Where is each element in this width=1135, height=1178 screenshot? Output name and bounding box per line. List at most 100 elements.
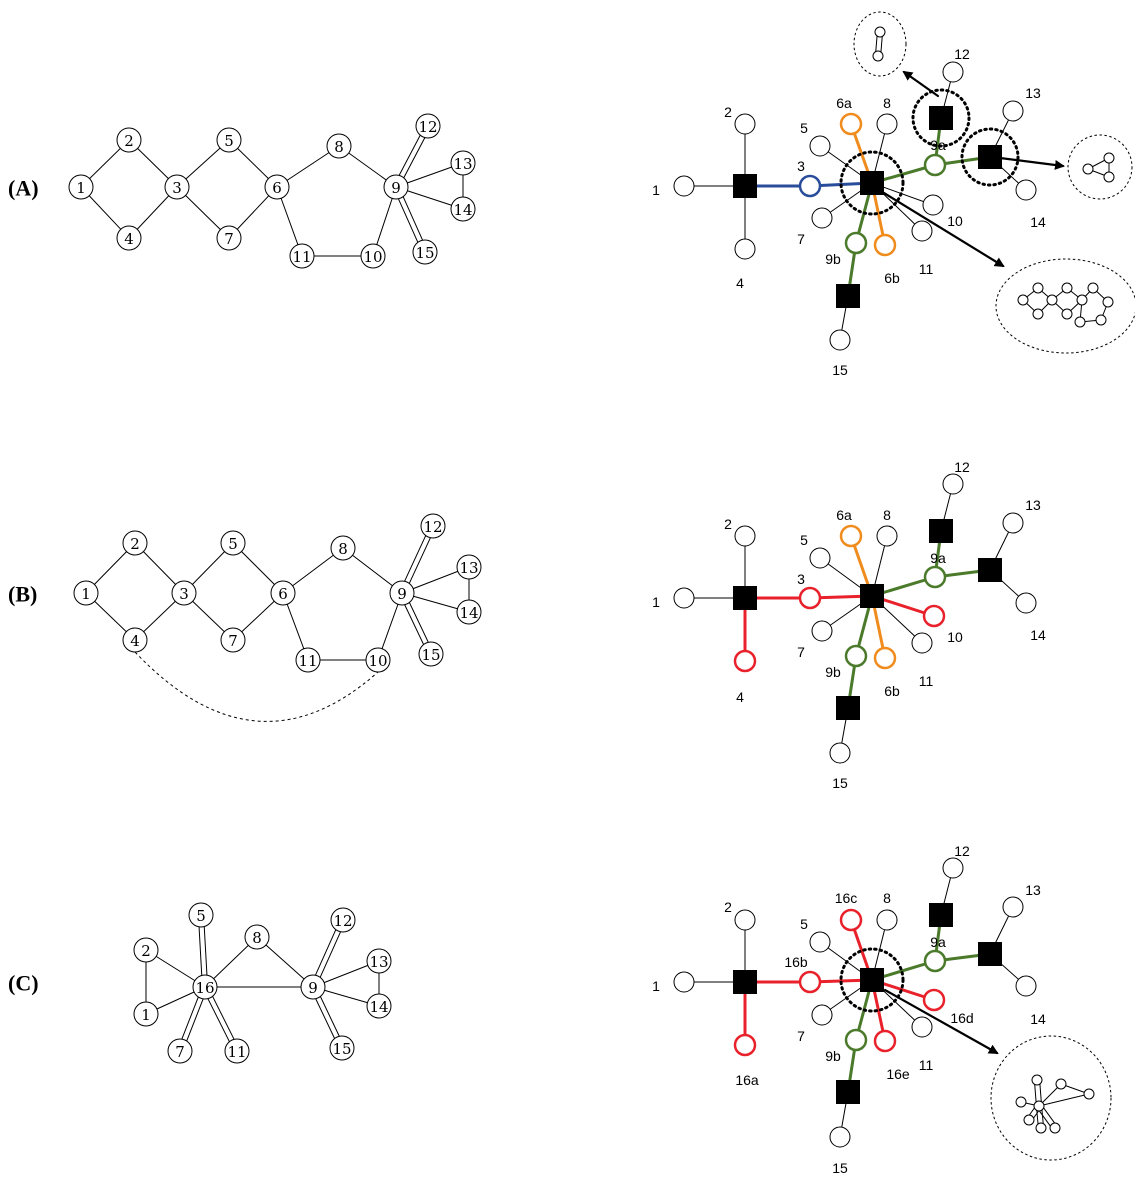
tree-c-square-sq1 [733,970,757,994]
graph-a-node-label-12: 12 [418,118,437,136]
tree-a-label-4: 4 [736,275,744,291]
tree-c-circle-2 [734,909,756,931]
graph-a-node-label-10: 10 [363,248,382,266]
tree-c-label-16d: 16d [950,1010,973,1026]
tree-b-circle-8 [876,525,898,547]
graph-c-node-5 [188,902,214,928]
tree-a-inset-chain-node-10 [1074,316,1086,328]
tree-a-dotted-ring-2 [960,127,1020,187]
tree-a-inset-chain-node-9 [1095,314,1107,326]
tree-a-inset-chain-node-6 [1061,308,1073,320]
graph-c-node-9 [300,974,326,1000]
graph-c-node-label-12: 12 [333,912,352,930]
tree-c-square-sq-right [978,942,1002,966]
tree-a-arrow-0 [902,70,940,98]
tree-b-circle-15 [829,742,851,764]
graph-a-node-6 [264,174,290,200]
tree-a-label-13: 13 [1025,85,1041,101]
graph-c-node-label-1: 1 [141,1006,151,1024]
graph-b-double-edge-9-12-a [403,526,436,595]
graph-c-node-16 [192,974,218,1000]
tree-b-square-sq-top [929,519,953,543]
tree-a-arrow-1 [998,156,1065,170]
tree-c-inset-star-node-1 [1031,1074,1043,1086]
graph-c-edge-8-9 [256,936,314,988]
tree-a-circle-7 [811,207,833,229]
graph-b-node-label-7: 7 [228,632,238,650]
tree-c-label-9b: 9b [825,1048,841,1064]
tree-c-circle-9b [844,1028,868,1052]
tree-a-circle-8 [876,113,898,135]
tree-b-label-8: 8 [883,507,891,523]
tree-a-circle-9a [923,153,947,177]
graph-a-node-label-5: 5 [224,132,234,150]
graph-a-node-10 [360,243,386,269]
tree-a-inset-chain-node-7 [1087,282,1099,294]
graph-c-node-label-13: 13 [369,953,388,971]
tree-b-label-12: 12 [954,459,970,475]
graph-c-node-label-8: 8 [252,929,262,947]
tree-a-inset-chain-node-5 [1076,294,1088,306]
tree-b-label-9a: 9a [930,550,946,566]
graph-b-node-6 [270,580,296,606]
graph-a-node-2 [116,127,142,153]
tree-c-circle-16c [839,908,863,932]
tree-a-circle-2 [734,113,756,135]
graph-b-node-label-3: 3 [179,585,189,603]
graph-c-node-7 [167,1038,193,1064]
tree-a-circle-10 [922,194,944,216]
tree-a-circle-1 [673,175,695,197]
tree-a-circle-3 [798,174,822,198]
tree-b-circle-7 [811,620,833,642]
graph-a-node-label-4: 4 [124,230,134,248]
graph-b-node-label-13: 13 [459,559,478,577]
tree-c-circle-16d [922,988,946,1012]
panel-label-c: (C) [8,971,39,996]
tree-b-circle-6a [839,524,863,548]
tree-a-label-11: 11 [919,261,934,277]
graph-b-node-1 [73,580,99,606]
graph-a-node-12 [415,113,441,139]
graph-b-node-label-2: 2 [130,535,140,553]
tree-c-circle-16b [798,970,822,994]
tree-c-dotted-ring-0 [839,947,905,1013]
tree-a-circle-6a [839,112,863,136]
tree-c-label-16a: 16a [735,1072,759,1088]
tree-c-square-sq-bottom [836,1080,860,1104]
tree-a-label-15: 15 [832,362,848,378]
tree-a-inset-chain-node-3 [1032,308,1044,320]
graph-b-node-13 [456,554,482,580]
panel-label-a: (A) [8,176,39,201]
tree-a-circle-13 [1002,100,1024,122]
graph-a-node-label-8: 8 [334,138,344,156]
graph-b-node-label-11: 11 [298,652,317,670]
graph-b-double-edge-9-12-b [399,524,432,593]
tree-c-circle-16e [873,1029,897,1053]
tree-a-label-6a: 6a [836,95,852,111]
graph-a-node-label-7: 7 [224,230,234,248]
tree-a-square-sq-right [978,145,1002,169]
tree-c-arrow-0 [883,988,999,1055]
tree-c-inset-star [990,1035,1112,1161]
tree-c-inset-star-node-3 [1083,1088,1095,1100]
tree-a-label-9a: 9a [930,137,946,153]
tree-a-circle-5 [809,135,831,157]
tree-b-circle-14 [1015,592,1037,614]
tree-a-inset-chain-node-8 [1102,296,1114,308]
tree-b-circle-1 [673,587,695,609]
tree-b-label-1: 1 [652,594,660,610]
tree-a-circle-14 [1015,179,1037,201]
tree-a-circle-12 [942,61,964,83]
tree-c-label-15: 15 [832,1160,848,1173]
tree-c-circle-13 [1002,896,1024,918]
tree-c-inset-star-node-5 [1035,1122,1047,1134]
tree-c-square-sq-top [929,903,953,927]
tree-b-label-14: 14 [1030,627,1046,643]
tree-b-label-3: 3 [797,571,805,587]
graph-b-node-12 [420,513,446,539]
tree-b-square-sq1 [733,586,757,610]
graph-a-node-1 [68,174,94,200]
graph-b-node-label-1: 1 [81,585,91,603]
graph-b-node-5 [220,530,246,556]
